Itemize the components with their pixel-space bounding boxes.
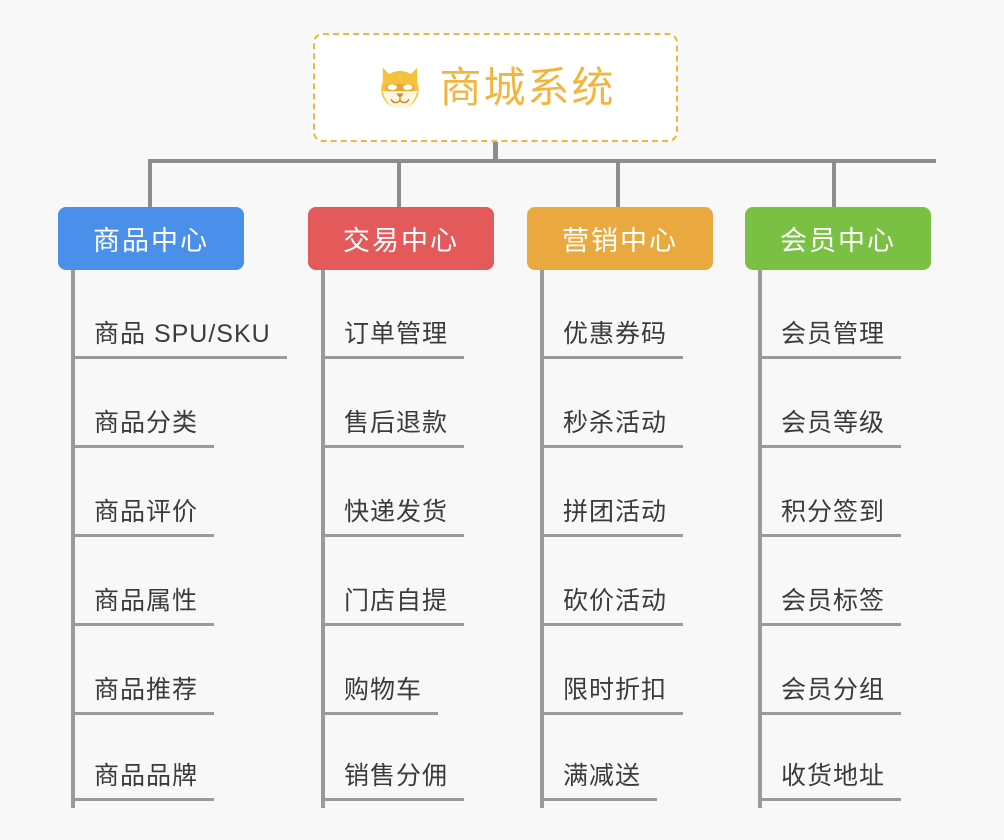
list-item[interactable]: 购物车 — [325, 633, 523, 722]
list-item[interactable]: 商品推荐 — [75, 633, 298, 722]
leaf-list-trade-center: 订单管理 售后退款 快递发货 门店自提 购物车 销售分佣 — [321, 270, 523, 808]
branch-header-marketing-center[interactable]: 营销中心 — [527, 207, 713, 270]
list-item[interactable]: 砍价活动 — [544, 544, 742, 633]
root-title: 商城系统 — [439, 63, 616, 111]
shiba-dog-face-icon — [381, 67, 420, 111]
list-item[interactable]: 订单管理 — [325, 277, 523, 366]
list-item[interactable]: 销售分佣 — [325, 722, 523, 808]
list-item[interactable]: 会员标签 — [762, 544, 960, 633]
leaf-label: 满减送 — [544, 756, 658, 801]
list-item[interactable]: 商品评价 — [75, 455, 298, 544]
leaf-label: 会员管理 — [762, 314, 902, 359]
leaf-label: 销售分佣 — [325, 756, 465, 801]
leaf-label: 商品分类 — [75, 403, 215, 448]
leaf-label: 商品推荐 — [75, 670, 215, 715]
connector-drop-2 — [397, 161, 401, 207]
list-item[interactable]: 商品 SPU/SKU — [75, 277, 298, 366]
list-item[interactable]: 优惠券码 — [544, 277, 742, 366]
branch-header-label: 商品中心 — [93, 226, 209, 256]
leaf-label: 商品品牌 — [75, 756, 215, 801]
leaf-label: 优惠券码 — [544, 314, 684, 359]
list-item[interactable]: 会员等级 — [762, 366, 960, 455]
leaf-label: 门店自提 — [325, 581, 465, 626]
branch-header-member-center[interactable]: 会员中心 — [745, 207, 931, 270]
leaf-label: 商品 SPU/SKU — [75, 314, 287, 359]
leaf-list-marketing-center: 优惠券码 秒杀活动 拼团活动 砍价活动 限时折扣 满减送 — [540, 270, 742, 808]
list-item[interactable]: 门店自提 — [325, 544, 523, 633]
branch-header-label: 营销中心 — [562, 226, 678, 256]
leaf-label: 砍价活动 — [544, 581, 684, 626]
leaf-label: 秒杀活动 — [544, 403, 684, 448]
list-item[interactable]: 满减送 — [544, 722, 742, 808]
connector-horizontal-bus — [148, 159, 936, 163]
branch-header-label: 会员中心 — [780, 226, 896, 256]
leaf-label: 订单管理 — [325, 314, 465, 359]
leaf-list-product-center: 商品 SPU/SKU 商品分类 商品评价 商品属性 商品推荐 商品品牌 — [71, 270, 298, 808]
list-item[interactable]: 会员管理 — [762, 277, 960, 366]
leaf-label: 购物车 — [325, 670, 439, 715]
branch-header-trade-center[interactable]: 交易中心 — [308, 207, 494, 270]
connector-drop-4 — [832, 161, 836, 207]
leaf-label: 会员等级 — [762, 403, 902, 448]
leaf-label: 限时折扣 — [544, 670, 684, 715]
list-item[interactable]: 快递发货 — [325, 455, 523, 544]
list-item[interactable]: 商品品牌 — [75, 722, 298, 808]
root-node[interactable]: 商城系统 — [313, 33, 678, 142]
connector-drop-3 — [616, 161, 620, 207]
list-item[interactable]: 收货地址 — [762, 722, 960, 808]
leaf-label: 会员分组 — [762, 670, 902, 715]
connector-root-stem — [493, 142, 498, 163]
leaf-list-member-center: 会员管理 会员等级 积分签到 会员标签 会员分组 收货地址 — [758, 270, 960, 808]
leaf-label: 售后退款 — [325, 403, 465, 448]
branch-marketing-center: 营销中心 优惠券码 秒杀活动 拼团活动 砍价活动 限时折扣 满减送 — [527, 207, 742, 808]
list-item[interactable]: 会员分组 — [762, 633, 960, 722]
leaf-label: 商品属性 — [75, 581, 215, 626]
leaf-label: 快递发货 — [325, 492, 465, 537]
list-item[interactable]: 商品分类 — [75, 366, 298, 455]
branch-header-label: 交易中心 — [343, 226, 459, 256]
branch-product-center: 商品中心 商品 SPU/SKU 商品分类 商品评价 商品属性 商品推荐 商品品牌 — [58, 207, 298, 808]
branch-header-product-center[interactable]: 商品中心 — [58, 207, 244, 270]
leaf-label: 收货地址 — [762, 756, 902, 801]
leaf-label: 商品评价 — [75, 492, 215, 537]
branch-trade-center: 交易中心 订单管理 售后退款 快递发货 门店自提 购物车 销售分佣 — [308, 207, 523, 808]
leaf-label: 积分签到 — [762, 492, 902, 537]
leaf-label: 会员标签 — [762, 581, 902, 626]
branch-member-center: 会员中心 会员管理 会员等级 积分签到 会员标签 会员分组 收货地址 — [745, 207, 960, 808]
list-item[interactable]: 商品属性 — [75, 544, 298, 633]
list-item[interactable]: 积分签到 — [762, 455, 960, 544]
list-item[interactable]: 售后退款 — [325, 366, 523, 455]
leaf-label: 拼团活动 — [544, 492, 684, 537]
list-item[interactable]: 秒杀活动 — [544, 366, 742, 455]
list-item[interactable]: 拼团活动 — [544, 455, 742, 544]
list-item[interactable]: 限时折扣 — [544, 633, 742, 722]
connector-drop-1 — [148, 161, 152, 207]
